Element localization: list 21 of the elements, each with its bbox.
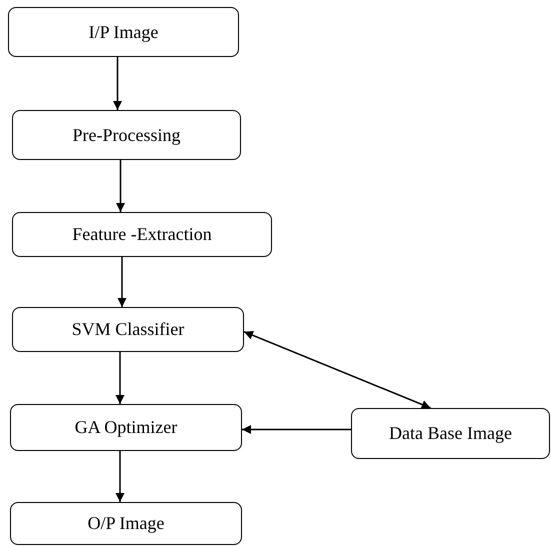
arrow — [116, 352, 124, 404]
arrow — [242, 425, 351, 434]
box-label: I/P Image — [88, 22, 158, 42]
box-label: Feature -Extraction — [72, 224, 212, 245]
box-label: O/P Image — [88, 513, 164, 534]
process-box — [10, 404, 242, 451]
box-label: Data Base Image — [389, 423, 512, 444]
process-box — [12, 212, 272, 257]
process-box — [8, 7, 239, 57]
box-label: Pre-Processing — [72, 124, 180, 146]
arrow — [116, 451, 124, 502]
process-box — [10, 502, 242, 545]
arrow — [113, 57, 122, 110]
box-label: GA Optimizer — [74, 417, 178, 438]
process-box — [351, 408, 550, 459]
process-box — [12, 307, 244, 352]
arrow — [116, 160, 125, 212]
box-label: SVM Classifier — [72, 319, 184, 340]
arrow — [118, 257, 126, 307]
arrow — [244, 331, 431, 409]
process-box — [12, 110, 241, 160]
